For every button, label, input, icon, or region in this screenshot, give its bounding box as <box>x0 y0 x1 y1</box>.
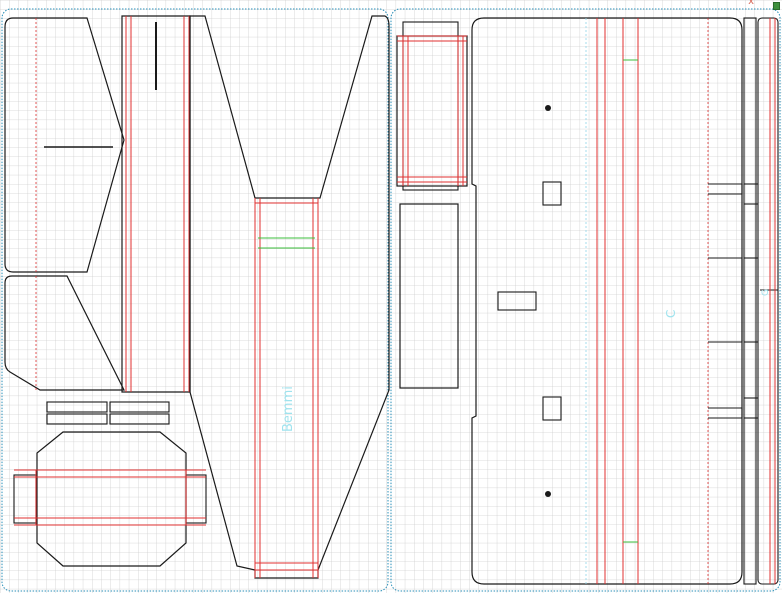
piece-plain-panel <box>399 203 459 389</box>
piece-large-panel: C <box>471 17 743 585</box>
piece-top-box <box>396 21 468 191</box>
page-boundary-right <box>390 8 781 592</box>
side-mark: C <box>664 310 678 318</box>
piece-fuselage: Bemmi <box>189 15 390 579</box>
tab-mark: G <box>761 289 771 296</box>
piece-tall-strip <box>121 15 191 393</box>
piece-octagon-box <box>13 431 207 567</box>
piece-wing-top <box>4 17 125 273</box>
close-icon[interactable]: x <box>748 0 754 7</box>
piece-wing-bottom <box>4 275 125 391</box>
name-text: Bemmi <box>281 386 296 432</box>
page-boundary-left <box>1 8 389 592</box>
resize-handle-icon[interactable] <box>773 2 780 10</box>
piece-edge-tabs <box>708 17 779 585</box>
slats <box>46 401 170 425</box>
